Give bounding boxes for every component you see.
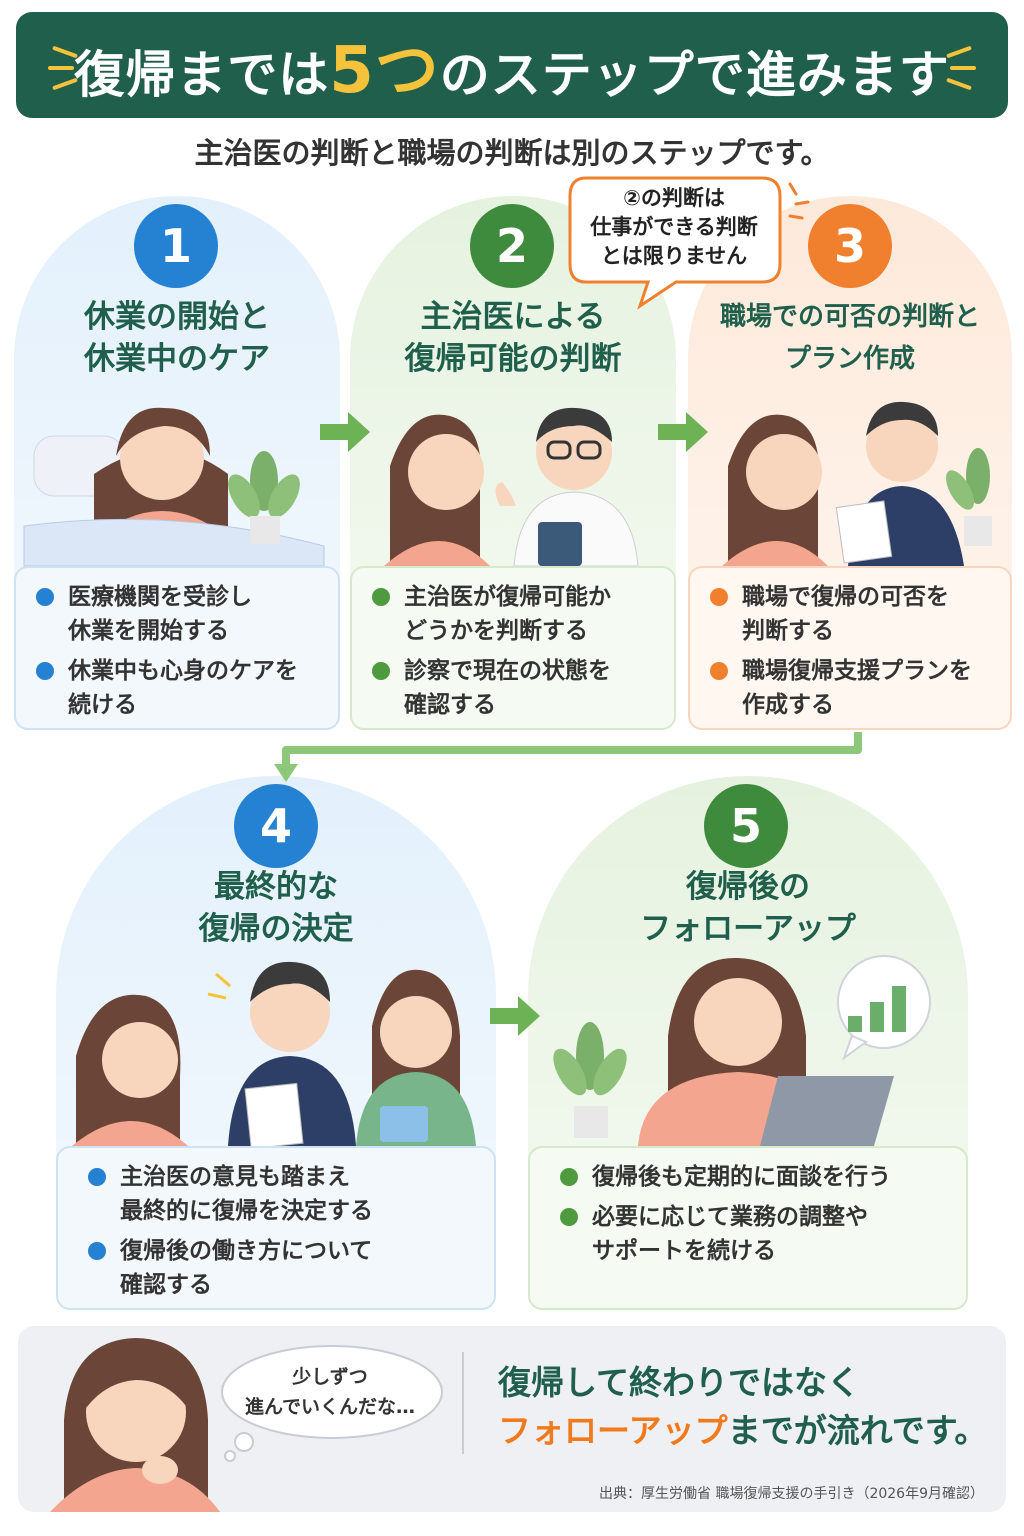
manager-meeting-illustration	[722, 401, 992, 566]
bullet-text: 職場で復帰の可否を 判断する	[742, 584, 949, 644]
footer-message-rest: までが流れです。	[727, 1411, 988, 1450]
callout-bubble	[568, 176, 782, 310]
step-2-number-badge: 2	[470, 204, 554, 288]
step-1-title: 休業の開始と 休業中のケア	[84, 299, 270, 377]
sparkle-icon	[946, 77, 972, 91]
title-text-after: のステップで進みます	[439, 46, 950, 104]
step-2-title: 主治医による 復帰可能の判断	[404, 299, 622, 377]
header-banner: 復帰までは5つのステップで進みます	[16, 12, 1008, 118]
source-citation: 出典：厚生労働省 職場復帰支援の手引き（2026年9月確認）	[599, 1486, 984, 1502]
bullet-dot	[372, 662, 390, 680]
footer-message-highlight: フォローアップ	[498, 1411, 728, 1450]
bullet-item: 医療機関を受診し 休業を開始する	[36, 580, 324, 648]
bullet-item: 必要に応じて業務の調整や サポートを続ける	[560, 1200, 952, 1268]
step-4-number-badge: 4	[234, 784, 318, 868]
step-4-title: 最終的な 復帰の決定	[198, 869, 354, 947]
arrow-down-left-connector-icon	[274, 732, 862, 782]
follow-up-work-illustration	[553, 955, 931, 1146]
bullet-item: 職場で復帰の可否を 判断する	[710, 580, 996, 648]
bullet-dot	[88, 1242, 106, 1260]
thought-bubble	[221, 1345, 443, 1462]
callout-text: ②の判断は 仕事ができる判断 とは限りません	[590, 186, 758, 268]
step-3-number-badge: 3	[808, 204, 892, 288]
bullet-dot	[88, 1168, 106, 1186]
patient-in-bed-illustration	[23, 407, 325, 567]
bullet-text: 主治医の意見も踏まえ 最終的に復帰を決定する	[120, 1164, 373, 1224]
bullet-text: 休業中も心身のケアを 続ける	[68, 658, 298, 718]
bullet-dot	[710, 662, 728, 680]
step-5-bullet-card: 復帰後も定期的に面談を行う 必要に応じて業務の調整や サポートを続ける	[528, 1146, 968, 1310]
title-number: 5つ	[329, 34, 440, 108]
bullet-text: 主治医が復帰可能か どうかを判断する	[404, 584, 611, 644]
sparkle-icon	[946, 45, 972, 59]
bullet-dot	[710, 588, 728, 606]
bullet-dot	[560, 1208, 578, 1226]
bullet-text: 復帰後も定期的に面談を行う	[592, 1164, 891, 1190]
bullet-item: 診察で現在の状態を 確認する	[372, 654, 660, 722]
bullet-dot	[36, 662, 54, 680]
step-5-title: 復帰後の フォローアップ	[640, 869, 856, 947]
thinking-woman-illustration	[50, 1338, 220, 1512]
footer-divider	[462, 1352, 464, 1454]
bullet-text: 職場復帰支援プランを 作成する	[742, 658, 972, 718]
subtitle: 主治医の判断と職場の判断は別のステップです。	[194, 136, 830, 170]
bullet-item: 休業中も心身のケアを 続ける	[36, 654, 324, 722]
emphasis-lines-icon	[788, 182, 810, 220]
title-text-before: 復帰までは	[74, 46, 330, 104]
final-decision-meeting-illustration	[72, 961, 476, 1150]
footer-message-line2: フォローアップまでが流れです。	[498, 1404, 987, 1452]
doctor-consultation-illustration	[384, 407, 639, 567]
thought-text: 少しずつ 進んでいくんだな…	[244, 1366, 416, 1418]
step-1-bullet-card: 医療機関を受診し 休業を開始する 休業中も心身のケアを 続ける	[14, 566, 340, 730]
arrow-right-icon	[320, 412, 370, 452]
arrow-right-icon	[658, 412, 708, 452]
sparkle-icon	[950, 66, 976, 70]
step-3-bullet-card: 職場で復帰の可否を 判断する 職場復帰支援プランを 作成する	[688, 566, 1012, 730]
bullet-dot	[36, 588, 54, 606]
bullet-text: 復帰後の働き方について 確認する	[120, 1238, 373, 1298]
step-5-number-badge: 5	[704, 784, 788, 868]
step-2-bullet-card: 主治医が復帰可能か どうかを判断する 診察で現在の状態を 確認する	[350, 566, 676, 730]
step-4-bullet-card: 主治医の意見も踏まえ 最終的に復帰を決定する 復帰後の働き方について 確認する	[56, 1146, 496, 1310]
bullet-item: 主治医が復帰可能か どうかを判断する	[372, 580, 660, 648]
arrow-right-icon	[490, 996, 540, 1036]
bullet-item: 復帰後の働き方について 確認する	[88, 1234, 480, 1302]
footer-message-line1: 復帰して終わりではなく	[498, 1363, 861, 1402]
bullet-dot	[560, 1168, 578, 1186]
page-title: 復帰までは5つのステップで進みます	[74, 19, 950, 111]
step-3-title: 職場での可否の判断と プラン作成	[719, 302, 980, 374]
bullet-item: 職場復帰支援プランを 作成する	[710, 654, 996, 722]
bullet-text: 必要に応じて業務の調整や サポートを続ける	[592, 1204, 868, 1264]
bullet-dot	[372, 588, 390, 606]
bullet-item: 主治医の意見も踏まえ 最終的に復帰を決定する	[88, 1160, 480, 1228]
bullet-item: 復帰後も定期的に面談を行う	[560, 1160, 952, 1194]
sparkle-icon	[48, 66, 74, 70]
bullet-text: 診察で現在の状態を 確認する	[404, 658, 611, 718]
bullet-text: 医療機関を受診し 休業を開始する	[68, 584, 252, 644]
step-1-number-badge: 1	[134, 204, 218, 288]
